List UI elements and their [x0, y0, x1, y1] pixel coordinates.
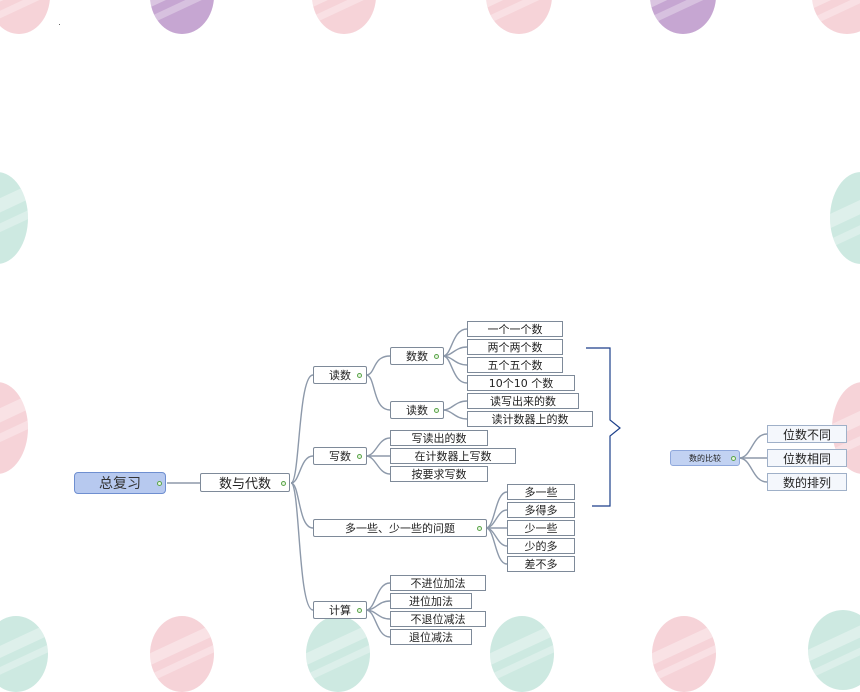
- leaf-problem-item[interactable]: 多一些: [507, 484, 575, 500]
- connector: [442, 409, 468, 420]
- node-calc[interactable]: 计算: [313, 601, 367, 619]
- leaf-count-item[interactable]: 五个五个数: [467, 357, 563, 373]
- node-comparison[interactable]: 数的比较: [670, 450, 740, 466]
- expand-knob[interactable]: [357, 373, 362, 378]
- grouping-brace: [586, 347, 621, 507]
- connector: [365, 355, 391, 376]
- connector: [738, 457, 768, 483]
- connector: [365, 437, 391, 457]
- node-numbers-algebra[interactable]: 数与代数: [200, 473, 290, 492]
- connector: [365, 455, 391, 475]
- node-read[interactable]: 读数: [313, 366, 367, 384]
- connector: [442, 328, 468, 357]
- expand-knob[interactable]: [357, 608, 362, 613]
- leaf-calc-item[interactable]: 不进位加法: [390, 575, 486, 591]
- connector: [290, 374, 314, 484]
- leaf-write-item[interactable]: 按要求写数: [390, 466, 488, 482]
- node-write[interactable]: 写数: [313, 447, 367, 465]
- leaf-count-item[interactable]: 一个一个数: [467, 321, 563, 337]
- connector: [290, 482, 314, 529]
- node-count[interactable]: 数数: [390, 347, 444, 365]
- leaf-problem-item[interactable]: 多得多: [507, 502, 575, 518]
- leaf-count-item[interactable]: 两个两个数: [467, 339, 563, 355]
- leaf-comparison-item[interactable]: 位数不同: [767, 425, 847, 443]
- connector: [365, 582, 391, 611]
- connector: [365, 374, 391, 411]
- mindmap-connectors: [167, 328, 768, 638]
- leaf-problem-item[interactable]: 差不多: [507, 556, 575, 572]
- leaf-write-item[interactable]: 在计数器上写数: [390, 448, 516, 464]
- node-read-sub[interactable]: 读数: [390, 401, 444, 419]
- leaf-problem-item[interactable]: 少的多: [507, 538, 575, 554]
- leaf-problem-item[interactable]: 少一些: [507, 520, 575, 536]
- connector: [365, 609, 391, 638]
- leaf-comparison-item[interactable]: 数的排列: [767, 473, 847, 491]
- leaf-comparison-item[interactable]: 位数相同: [767, 449, 847, 467]
- leaf-write-item[interactable]: 写读出的数: [390, 430, 488, 446]
- leaf-calc-item[interactable]: 退位减法: [390, 629, 472, 645]
- leaf-read-item[interactable]: 读写出来的数: [467, 393, 579, 409]
- connector: [290, 455, 314, 484]
- expand-knob[interactable]: [434, 408, 439, 413]
- connector: [442, 355, 468, 384]
- leaf-read-item[interactable]: 读计数器上的数: [467, 411, 593, 427]
- decor-dot: [59, 24, 60, 25]
- expand-knob[interactable]: [357, 454, 362, 459]
- expand-knob[interactable]: [157, 481, 162, 486]
- connector: [485, 527, 508, 565]
- expand-knob[interactable]: [731, 456, 736, 461]
- expand-knob[interactable]: [281, 481, 286, 486]
- connector: [738, 433, 768, 459]
- expand-knob[interactable]: [434, 354, 439, 359]
- mindmap-root[interactable]: 总复习: [74, 472, 166, 494]
- connector: [290, 482, 314, 611]
- leaf-calc-item[interactable]: 进位加法: [390, 593, 472, 609]
- leaf-calc-item[interactable]: 不退位减法: [390, 611, 486, 627]
- leaf-count-item[interactable]: 10个10 个数: [467, 375, 575, 391]
- node-problems[interactable]: 多一些、少一些的问题: [313, 519, 487, 537]
- expand-knob[interactable]: [477, 526, 482, 531]
- connector: [442, 400, 468, 411]
- connector: [442, 346, 468, 357]
